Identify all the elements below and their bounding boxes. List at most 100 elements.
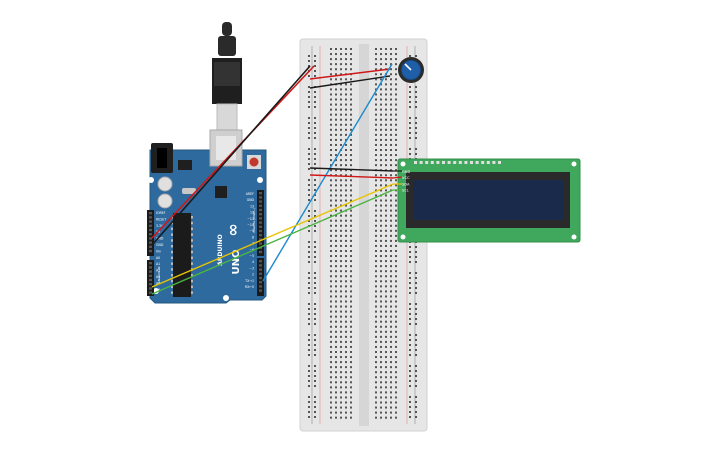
lcd-pin-label: SDA: [402, 182, 410, 186]
breadboard-hole: [335, 214, 337, 217]
breadboard-hole: [330, 401, 332, 404]
wire-blue-pot-signal[interactable]: [262, 63, 393, 282]
breadboard-hole: [380, 149, 382, 151]
breadboard-hole: [380, 396, 382, 399]
breadboard-hole: [395, 78, 397, 81]
breadboard-hole: [390, 48, 392, 50]
breadboard-hole: [335, 250, 337, 252]
digital-pin-label: 13: [250, 204, 254, 208]
breadboard-hole: [380, 345, 382, 348]
breadboard-hole: [390, 128, 392, 131]
breadboard-hole: [385, 179, 387, 182]
breadboard-hole: [335, 406, 337, 409]
wire-black-pot[interactable]: [309, 75, 391, 89]
breadboard-hole: [340, 386, 342, 389]
breadboard-hole: [330, 179, 332, 182]
breadboard-hole: [375, 154, 377, 157]
arduino-uno-board[interactable]: ARDUINO ∞ UNO DIGITAL (PWM~) ANALOG IN A…: [147, 129, 267, 304]
breadboard-hole: [350, 381, 352, 384]
breadboard-hole: [385, 174, 387, 177]
breadboard-hole: [335, 199, 337, 202]
wire-red-5v[interactable]: [151, 65, 315, 239]
breadboard-rail-hole: [308, 370, 310, 372]
breadboard-hole: [375, 88, 377, 91]
breadboard-rail-hole: [308, 168, 310, 170]
breadboard-hole: [375, 376, 377, 379]
breadboard-hole: [350, 351, 352, 353]
breadboard-hole: [345, 108, 347, 111]
breadboard-hole: [330, 265, 332, 268]
breadboard-rail-hole: [314, 241, 316, 243]
breadboard-hole: [395, 280, 397, 283]
breadboard-hole: [385, 371, 387, 374]
breadboard-rail-hole: [314, 406, 316, 408]
breadboard-hole: [335, 280, 337, 283]
breadboard-rail-hole: [409, 375, 411, 377]
breadboard-hole: [395, 411, 397, 414]
breadboard-hole: [380, 406, 382, 409]
breadboard-hole: [335, 335, 337, 338]
power-pin-label: A3: [156, 275, 160, 279]
wire-jumper-vcc[interactable]: [392, 176, 403, 179]
header-pin-hole: [149, 266, 152, 269]
breadboard-rail-hole: [314, 168, 316, 170]
breadboard-hole: [335, 361, 337, 364]
breadboard-hole: [390, 53, 392, 56]
chip-pin: [171, 268, 173, 271]
breadboard-hole: [395, 68, 397, 71]
breadboard-rail-hole: [314, 354, 316, 356]
breadboard-hole: [375, 143, 377, 146]
breadboard-hole: [390, 143, 392, 146]
breadboard-hole: [330, 229, 332, 232]
chip-pin: [191, 285, 193, 289]
breadboard-rail-hole: [409, 117, 411, 119]
breadboard-hole: [380, 275, 382, 278]
potentiometer[interactable]: [398, 57, 424, 83]
header-pin-hole: [259, 281, 262, 284]
breadboard-rail-hole: [409, 153, 411, 155]
breadboard-hole: [330, 159, 332, 162]
breadboard[interactable]: [299, 38, 428, 432]
breadboard-hole: [340, 351, 342, 353]
breadboard-hole: [340, 88, 342, 91]
breadboard-hole: [390, 345, 392, 348]
breadboard-hole: [345, 325, 347, 328]
wire-black-lcd-gnd[interactable]: [309, 167, 394, 172]
breadboard-hole: [395, 164, 397, 167]
breadboard-hole: [350, 98, 352, 101]
breadboard-hole: [395, 265, 397, 268]
breadboard-rail-hole: [415, 148, 417, 150]
breadboard-hole: [330, 204, 332, 207]
wire-red-lcd-vcc[interactable]: [309, 174, 394, 179]
header-pin-hole: [149, 233, 152, 236]
breadboard-rail-hole: [314, 292, 316, 294]
breadboard-hole: [335, 128, 337, 131]
breadboard-hole: [390, 113, 392, 116]
wire-green-scl[interactable]: [151, 189, 394, 295]
breadboard-rail-hole: [314, 122, 316, 124]
breadboard-rail-hole: [314, 380, 316, 382]
header-pin-hole: [149, 237, 152, 240]
chip-pin: [171, 245, 173, 248]
reset-button[interactable]: [249, 157, 259, 167]
wire-yellow-sda[interactable]: [151, 183, 394, 288]
breadboard-hole: [330, 244, 332, 247]
wire-black-gnd[interactable]: [151, 65, 311, 246]
usb-cable[interactable]: [212, 22, 242, 131]
lcd-mount-hole-1: [400, 161, 406, 167]
breadboard-rail-hole: [314, 184, 316, 186]
breadboard-hole: [340, 310, 342, 313]
breadboard-hole: [380, 159, 382, 162]
header-pin-hole: [259, 285, 262, 288]
wire-red-pot[interactable]: [309, 68, 391, 80]
breadboard-hole: [345, 295, 347, 298]
breadboard-hole: [340, 179, 342, 182]
breadboard-hole: [375, 199, 377, 202]
breadboard-hole: [375, 194, 377, 197]
breadboard-hole: [340, 391, 342, 394]
chip-pin: [171, 279, 173, 283]
breadboard-hole: [385, 244, 387, 247]
lcd-mount-hole-3: [400, 234, 406, 240]
breadboard-hole: [340, 194, 342, 197]
